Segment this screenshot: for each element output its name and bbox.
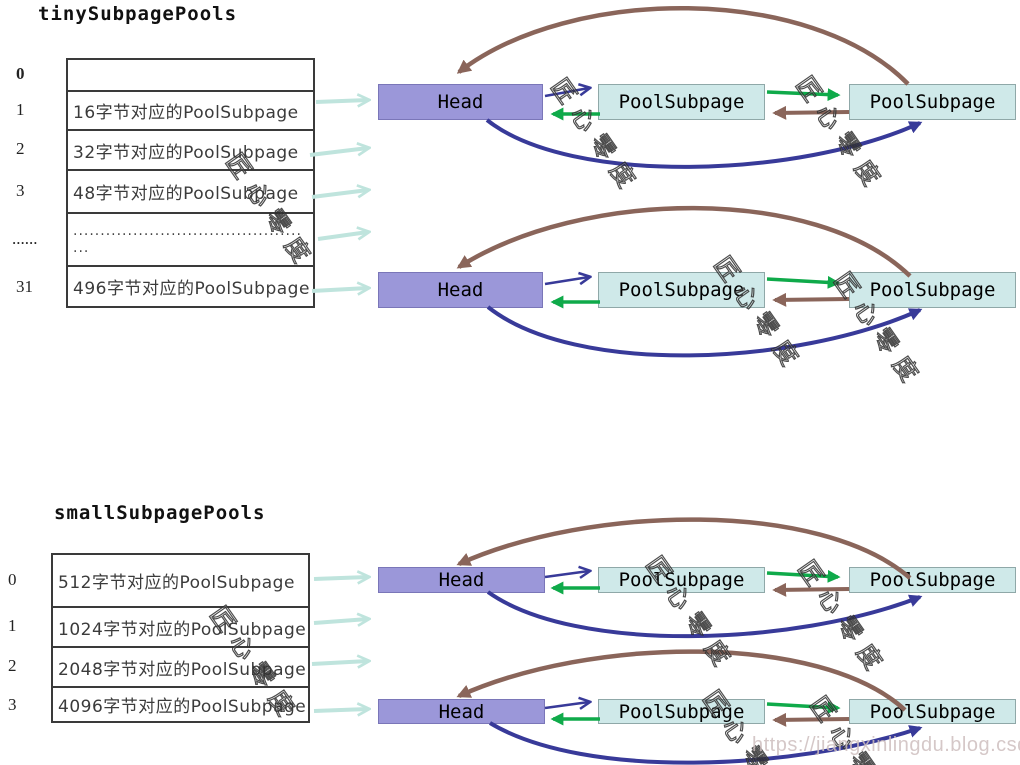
tiny-row-label-1: 1 [16, 99, 25, 119]
small-subpage-pools-title: smallSubpagePools [54, 502, 266, 524]
small-row-label-2: 2 [8, 656, 17, 675]
head-node-small-0: Head [378, 567, 545, 593]
poolsubpage-node-tiny-1b: PoolSubpage [849, 84, 1016, 120]
curve-poolB-to-head-g1 [456, 5, 910, 86]
logo-watermark: 匠心零度 [708, 251, 810, 380]
small-table-row-3: 4096字节对应的PoolSubpage [53, 686, 308, 721]
cyan-arrow-small-row0-to-head [313, 577, 368, 579]
tiny-row-label-3: 3 [16, 180, 25, 200]
cyan-arrow-small-row2 [311, 661, 368, 664]
small-table-row-0: 512字节对应的PoolSubpage [58, 573, 295, 593]
poolsubpage-node-small-0b: PoolSubpage [849, 567, 1016, 593]
small-row-label-1: 1 [8, 616, 17, 635]
head-node-tiny-1: Head [378, 84, 543, 120]
tiny-table-row-3: 48字节对应的PoolSubpage [68, 169, 313, 212]
tiny-table-row-2: 32字节对应的PoolSubpage [68, 129, 313, 169]
poolsubpage-node-small-3b: PoolSubpage [849, 699, 1016, 724]
tiny-subpage-pools-title: tinySubpagePools [38, 3, 238, 25]
head-node-small-3: Head [378, 699, 545, 724]
head-node-tiny-31: Head [378, 272, 543, 308]
small-table-row-2: 2048字节对应的PoolSubpage [53, 646, 308, 686]
tiny-table-row-dots: ........................................… [68, 212, 313, 265]
tiny-table-row-0 [68, 60, 313, 90]
arrow-head-to-pool-g2 [544, 277, 589, 286]
arrow-head-to-pool-g4 [544, 702, 589, 708]
tiny-row-label-0: 0 [16, 64, 25, 83]
tiny-row-label-2: 2 [16, 139, 25, 158]
small-row-label-3: 3 [8, 694, 17, 714]
tiny-subpage-pools-table: 16字节对应的PoolSubpage 32字节对应的PoolSubpage 48… [66, 58, 315, 308]
cyan-arrow-small-row3-to-head [313, 709, 368, 711]
arrow-head-to-pool-g3 [544, 571, 589, 577]
small-row-label-0: 0 [8, 569, 17, 589]
url-watermark: https://jiangxinlingdu.blog.csdn.net [752, 734, 1020, 756]
cyan-arrow-tiny-row1-to-head [315, 100, 368, 102]
cyan-arrow-small-row1 [313, 619, 368, 623]
tiny-table-row-31: 496字节对应的PoolSubpage [68, 265, 313, 306]
cyan-arrow-tiny-row3 [311, 190, 368, 199]
poolsubpage-node-tiny-31b: PoolSubpage [849, 272, 1016, 308]
cyan-arrow-tiny-row31-to-head [311, 288, 368, 291]
curve-poolB-to-head-g2 [456, 205, 912, 278]
tiny-row-label-dots: ...... [12, 228, 38, 248]
cyan-arrow-tiny-row2 [309, 148, 368, 157]
small-table-row-1: 1024字节对应的PoolSubpage [53, 606, 308, 646]
cyan-arrow-tiny-rowdots [317, 232, 368, 241]
poolsubpage-node-tiny-1a: PoolSubpage [598, 84, 765, 120]
tiny-row-label-31: 31 [16, 276, 33, 296]
tiny-table-row-1: 16字节对应的PoolSubpage [68, 90, 313, 129]
small-subpage-pools-table: 512字节对应的PoolSubpage 1024字节对应的PoolSubpage… [51, 553, 310, 723]
